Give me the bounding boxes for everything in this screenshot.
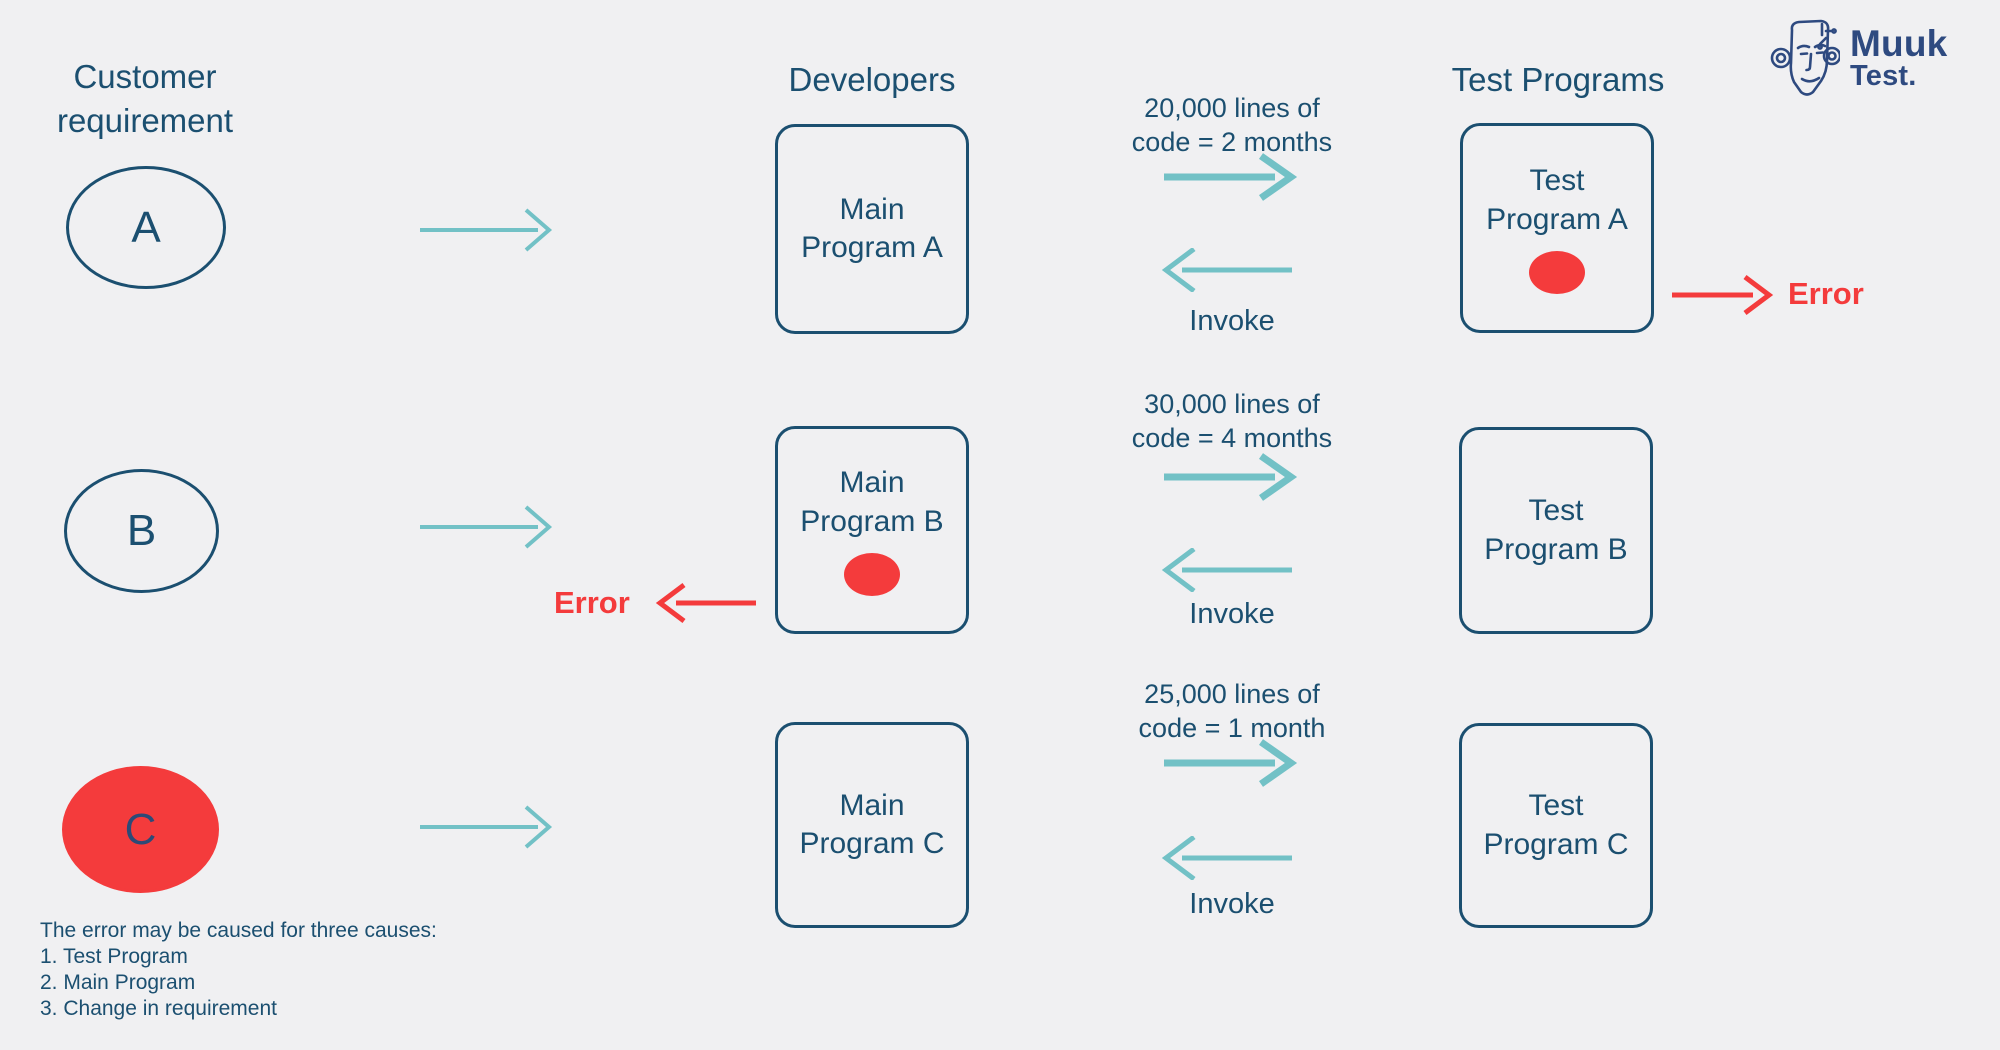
exchange-a-annotation-line1: 20,000 lines of xyxy=(1144,93,1320,123)
arrow-main-c-to-test-icon xyxy=(1164,739,1298,787)
test-programs-heading: Test Programs xyxy=(1451,61,1665,98)
exchange-b-annotation-line1: 30,000 lines of xyxy=(1144,389,1320,419)
muuktest-face-icon xyxy=(1770,19,1840,96)
customer-requirement-heading: Customer requirement xyxy=(56,58,234,139)
requirement-label-a: A xyxy=(131,202,161,252)
requirement-label-c: C xyxy=(124,804,157,854)
test-program-c-label: Test Program C xyxy=(1483,789,1629,861)
test-program-a-error-dot xyxy=(1529,250,1585,294)
error-cause-item-3: 3. Change in requirement xyxy=(40,997,277,1021)
main-program-c-box: Main Program C xyxy=(775,722,969,928)
arrow-test-a-error-icon xyxy=(1672,275,1774,315)
exchange-a-annotation: 20,000 lines of code = 2 months xyxy=(1103,92,1361,160)
error-label-main-b: Error xyxy=(554,585,630,620)
test-program-a-box: Test Program A xyxy=(1460,123,1654,333)
requirement-ellipse-a: A xyxy=(66,166,226,289)
main-program-b-box: Main Program B xyxy=(775,426,969,634)
test-program-a-label: Test Program A xyxy=(1486,164,1628,236)
invoke-label-b: Invoke xyxy=(1189,598,1275,630)
main-program-b-error-dot xyxy=(844,552,900,596)
error-cause-item-2: 2. Main Program xyxy=(40,971,196,995)
logo-word-test: Test. xyxy=(1850,59,1917,92)
arrow-test-b-invoke-main-icon xyxy=(1161,548,1292,592)
error-causes-title: The error may be caused for three causes… xyxy=(40,919,437,942)
test-program-c-box: Test Program C xyxy=(1459,723,1653,928)
error-cause-item-1: 1. Test Program xyxy=(40,945,188,969)
arrow-main-a-to-test-icon xyxy=(1164,153,1298,201)
exchange-c-annotation: 25,000 lines of code = 1 month xyxy=(1103,678,1361,746)
error-causes-note: The error may be caused for three causes… xyxy=(40,918,580,1022)
main-program-b-label: Main Program B xyxy=(800,466,944,538)
error-label-test-a: Error xyxy=(1788,276,1864,311)
requirement-ellipse-b: B xyxy=(64,469,219,593)
arrow-requirement-a-to-main-icon xyxy=(420,208,553,252)
arrow-test-c-invoke-main-icon xyxy=(1161,836,1292,880)
arrow-main-b-error-icon xyxy=(655,583,756,623)
invoke-label-a: Invoke xyxy=(1189,305,1275,337)
test-program-b-box: Test Program B xyxy=(1459,427,1653,634)
arrow-requirement-b-to-main-icon xyxy=(420,505,553,549)
logo-word-muuk: Muuk xyxy=(1850,22,1948,64)
exchange-c-annotation-line1: 25,000 lines of xyxy=(1144,679,1320,709)
main-program-c-label: Main Program C xyxy=(799,788,945,860)
test-program-b-label: Test Program B xyxy=(1484,494,1628,566)
arrow-requirement-c-to-main-icon xyxy=(420,805,553,849)
muuktest-logo-text: Muuk Test. xyxy=(1850,22,1948,92)
requirement-label-b: B xyxy=(126,506,157,555)
exchange-b-annotation: 30,000 lines of code = 4 months xyxy=(1103,388,1361,456)
exchange-b-annotation-line2: code = 4 months xyxy=(1131,422,1333,453)
arrow-test-a-invoke-main-icon xyxy=(1161,248,1292,292)
main-program-a-label: Main Program A xyxy=(801,192,943,264)
invoke-label-c: Invoke xyxy=(1189,888,1275,920)
developers-heading: Developers xyxy=(788,61,956,98)
requirement-ellipse-c: C xyxy=(62,766,219,893)
arrow-main-b-to-test-icon xyxy=(1164,453,1298,501)
exchange-a-annotation-line2: code = 2 months xyxy=(1131,126,1333,157)
exchange-c-annotation-line2: code = 1 month xyxy=(1138,712,1326,743)
main-program-a-box: Main Program A xyxy=(775,124,969,334)
muuktest-logo: Muuk Test. xyxy=(1768,18,1947,98)
